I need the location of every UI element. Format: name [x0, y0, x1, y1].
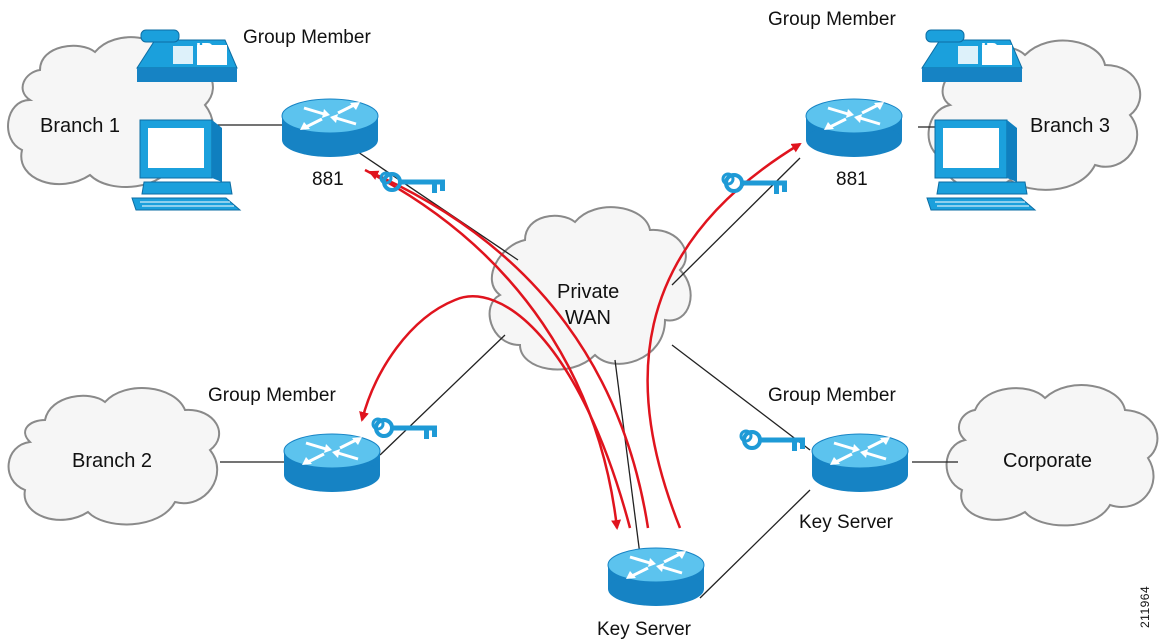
router-icon	[280, 97, 380, 159]
router-icon	[282, 432, 382, 494]
figure-id: 211964	[1138, 585, 1152, 628]
key-icon	[371, 417, 439, 441]
key-icon	[739, 429, 807, 453]
router-model-label: 881	[836, 169, 868, 190]
key-server-label: Key Server	[799, 512, 893, 533]
ip-phone-label: IP	[196, 40, 214, 60]
branch2-cloud	[7, 387, 221, 526]
group-member-label: Group Member	[208, 385, 336, 406]
computer-icon	[131, 119, 241, 211]
branch2-label: Branch 2	[72, 450, 153, 472]
group-member-label: Group Member	[768, 385, 896, 406]
ip-phone-icon	[921, 29, 1023, 83]
group-member-label: Group Member	[768, 9, 896, 30]
branch3-label: Branch 3	[1030, 115, 1111, 137]
router-icon	[804, 97, 904, 159]
key-server-label: Key Server	[597, 619, 691, 640]
group-member-label: Group Member	[243, 27, 371, 48]
corporate-cloud	[945, 384, 1159, 527]
key-icon	[721, 172, 789, 196]
private-wan-label-line1: Private	[557, 281, 620, 303]
branch1-label: Branch 1	[40, 115, 121, 137]
private-wan-label-line2: WAN	[565, 307, 611, 329]
ip-phone-label: IP	[981, 40, 999, 60]
corporate-label: Corporate	[1003, 450, 1092, 472]
router-icon	[606, 546, 706, 608]
ip-phone-icon	[136, 29, 238, 83]
router-model-label: 881	[312, 169, 344, 190]
private-wan-cloud	[488, 206, 692, 371]
router-icon	[810, 432, 910, 494]
